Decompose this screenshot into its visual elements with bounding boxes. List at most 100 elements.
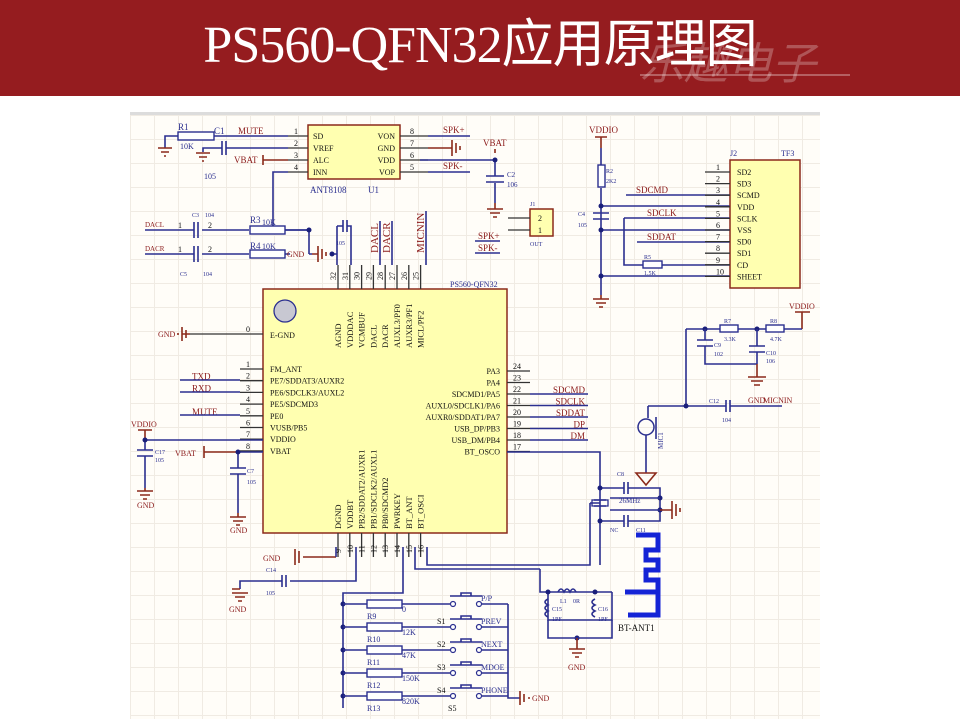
c13-value: 105 (336, 241, 345, 247)
u1-pin-number: 2 (294, 139, 298, 148)
key-net-label: PHONE (481, 686, 508, 695)
j2-pin-name: SD1 (737, 249, 751, 258)
j2-pin-number: 7 (716, 233, 720, 242)
switch-contact (475, 600, 483, 608)
ic-pin-name: PB1/SDCLK2/AUXL1 (368, 450, 378, 529)
net-micnin-top: MICNIN (415, 213, 427, 253)
net-gnd-c17: GND (137, 501, 155, 510)
key-resistor (366, 599, 403, 609)
ic-pin-name: PE7/SDDAT3/AUXR2 (270, 377, 344, 386)
key-resistor-value: 47K (402, 651, 416, 660)
ic-pin-number: 7 (246, 430, 250, 439)
push-button-icon[interactable] (450, 615, 482, 620)
ic-net-label: DP (573, 420, 585, 430)
ic-pin-number: 16 (417, 545, 426, 553)
r7-value: 3.3K (724, 337, 737, 343)
gnd-symbol (158, 147, 172, 157)
net-spk-plus-j1: SPK+ (478, 231, 500, 241)
c3-pin1: 1 (178, 221, 182, 230)
u1-pin-number: 6 (410, 151, 414, 160)
u1-pin-name: ALC (313, 156, 329, 165)
ic-pin-name: VDDBT (345, 499, 355, 529)
key-resistor-ref: R12 (367, 681, 380, 690)
ic-pin-name: PWRKEY (392, 493, 402, 529)
j2-part: TF3 (781, 149, 794, 158)
epad-marker (273, 299, 297, 323)
ic-net-label: SDDAT (556, 408, 586, 418)
u1-pin-name: VDD (378, 156, 396, 165)
key-resistor-ref: R9 (367, 612, 376, 621)
push-button-icon[interactable] (450, 592, 482, 597)
key-resistor-value: 820K (402, 697, 420, 706)
ic-pin-name: DACR (380, 324, 390, 348)
ic-pin-number: 3 (246, 383, 250, 392)
ic-pin-number: 18 (513, 431, 521, 440)
ic-net-label: RXD (192, 383, 212, 393)
ic-pin-name: PE0 (270, 412, 283, 421)
r4-value: 10K (262, 242, 276, 251)
net-gnd-c7: GND (230, 526, 248, 535)
net-dacr-in: DACR (145, 245, 165, 253)
net-vbat-top: VBAT (483, 138, 507, 148)
ic-pin-number: 14 (393, 545, 402, 553)
j2-pin-name: SHEET (737, 272, 762, 281)
c7-value: 105 (247, 480, 256, 486)
j2-pin-number: 5 (716, 209, 720, 218)
ic-pin-number: 8 (246, 442, 250, 451)
ic-net-label: MUTE (192, 407, 218, 417)
c1-capacitor (221, 141, 227, 155)
push-button-icon[interactable] (450, 661, 482, 666)
key-resistor (366, 622, 403, 632)
ic-pin-name: VUSB/PB5 (270, 424, 307, 433)
c14-capacitor (281, 575, 287, 587)
j2-pin-number: 1 (716, 163, 720, 172)
r2-resistor (597, 164, 606, 188)
c14-value: 105 (266, 591, 275, 597)
ic-pin-number: 29 (364, 272, 373, 280)
mic-ref: MIC1 (657, 432, 665, 449)
ic-pin-name: SDCMD1/PA5 (452, 390, 500, 399)
nc-ref: NC (610, 528, 618, 534)
ic-pin-name: USB_DP/PB3 (454, 425, 500, 434)
r8-ref: R8 (770, 319, 777, 325)
r1-ref: R1 (178, 122, 189, 132)
ic-pin-name: VCMBUF (357, 312, 367, 348)
ic-pin-name: VBAT (270, 447, 291, 456)
c16-value: 1PF (598, 617, 608, 623)
c11-ref: C11 (636, 528, 646, 534)
epad-label: E-GND (270, 331, 295, 340)
net-mute: MUTE (238, 126, 264, 136)
u1-pin-name: VON (378, 132, 396, 141)
c17-capacitor (137, 449, 153, 457)
c2-value: 106 (507, 181, 518, 189)
j2-pin-name: CD (737, 261, 748, 270)
j1-label: OUT (530, 242, 543, 248)
c10-capacitor (749, 345, 765, 353)
key-resistor (366, 691, 403, 701)
ic-pin-name: BT_OSCI (416, 494, 426, 529)
key-resistor-ref: R13 (367, 704, 380, 713)
switch-contact (449, 646, 457, 654)
push-button-icon[interactable] (450, 684, 482, 689)
switch-ref: S3 (437, 663, 445, 672)
r2-value: 2K2 (606, 179, 616, 185)
ic-pin-name: PE6/SDCLK3/AUXL2 (270, 388, 344, 397)
r4-ref: R4 (250, 241, 261, 251)
j2-pin-name: SCMD (737, 191, 760, 200)
j2-pin-number: 9 (716, 256, 720, 265)
switch-ref: S2 (437, 640, 445, 649)
c14-ref: C14 (266, 568, 276, 574)
c7-capacitor (230, 467, 246, 475)
j2-pin-number: 3 (716, 186, 720, 195)
u1-pin-name: GND (378, 144, 396, 153)
push-button-icon[interactable] (450, 638, 482, 643)
ic-pin-name: BT_OSCO (464, 448, 500, 457)
net-vddio-left: VDDIO (131, 420, 157, 429)
u1-pin-number: 1 (294, 127, 298, 136)
c7-ref: C7 (247, 469, 254, 475)
net-gnd-epad: GND (158, 330, 176, 339)
switch-contact (449, 600, 457, 608)
net-dacl-top: DACL (369, 223, 381, 253)
r8-value: 4.7K (770, 337, 783, 343)
